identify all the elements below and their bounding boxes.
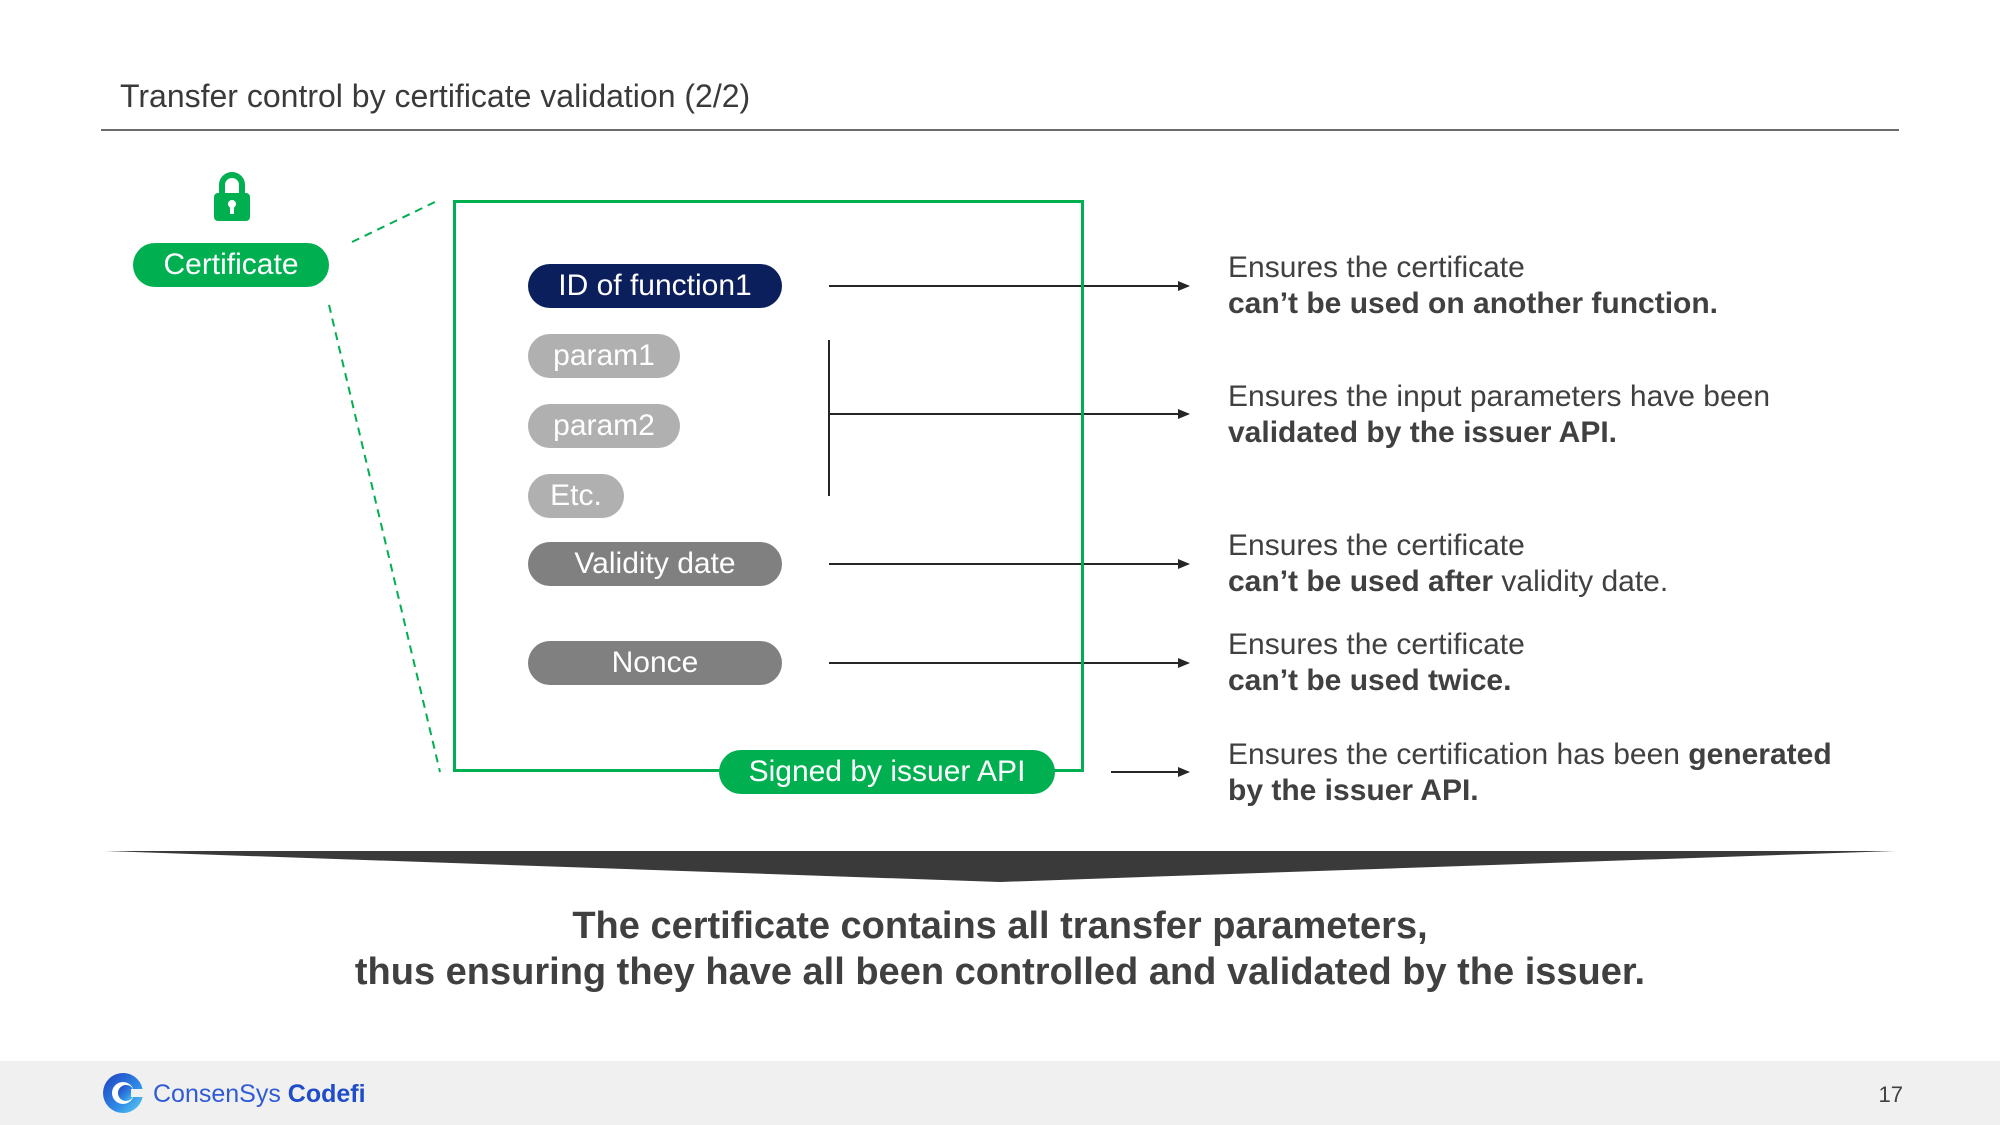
- field-param2: param2: [528, 404, 680, 448]
- note-line: Ensures the input parameters have been: [1228, 380, 1771, 413]
- brand-name: ConsenSys Codefi: [153, 1080, 366, 1109]
- note-line: Ensures the certificate: [1228, 529, 1525, 562]
- codefi-logo-icon: [103, 1073, 143, 1113]
- note-line: Ensures the certificate: [1228, 251, 1525, 284]
- note-line: Ensures the certification has been: [1228, 738, 1689, 771]
- note-bold: validated by the issuer API.: [1228, 416, 1618, 449]
- field-validity-date: Validity date: [528, 542, 782, 586]
- note-params: Ensures the input parameters have been v…: [1228, 379, 1770, 451]
- note-line: Ensures the certificate: [1228, 628, 1525, 661]
- page-number: 17: [1878, 1082, 1903, 1107]
- certificate-pill: Certificate: [133, 243, 329, 287]
- note-nonce: Ensures the certificate can’t be used tw…: [1228, 627, 1525, 699]
- conclusion-line-2: thus ensuring they have all been control…: [354, 951, 1646, 993]
- brand-prefix: ConsenSys: [153, 1080, 288, 1108]
- field-nonce: Nonce: [528, 641, 782, 685]
- note-bold: can’t be used after: [1228, 565, 1494, 598]
- note-validity: Ensures the certificate can’t be used af…: [1228, 528, 1668, 600]
- note-rest: validity date.: [1493, 565, 1669, 598]
- title-divider: [101, 129, 1899, 131]
- field-param1: param1: [528, 334, 680, 378]
- conclusion-banner: [105, 851, 1895, 882]
- note-bold: can’t be used twice.: [1228, 664, 1512, 697]
- zoom-line-top: [351, 200, 438, 243]
- footer-bar: [0, 1061, 2000, 1125]
- field-function-id: ID of function1: [528, 264, 782, 308]
- field-etc: Etc.: [528, 474, 624, 518]
- note-bold: can’t be used on another function.: [1228, 287, 1719, 320]
- signature-pill: Signed by issuer API: [719, 750, 1055, 794]
- note-function-id: Ensures the certificate can’t be used on…: [1228, 250, 1718, 322]
- note-bold-inline: generated: [1688, 738, 1832, 771]
- note-signature: Ensures the certification has been gener…: [1228, 737, 1832, 809]
- zoom-line-bottom: [328, 304, 441, 773]
- page-title: Transfer control by certificate validati…: [120, 78, 751, 114]
- lock-icon: [214, 172, 250, 221]
- brand-product: Codefi: [287, 1080, 366, 1108]
- conclusion-line-1: The certificate contains all transfer pa…: [572, 905, 1428, 947]
- note-bold: by the issuer API.: [1228, 774, 1479, 807]
